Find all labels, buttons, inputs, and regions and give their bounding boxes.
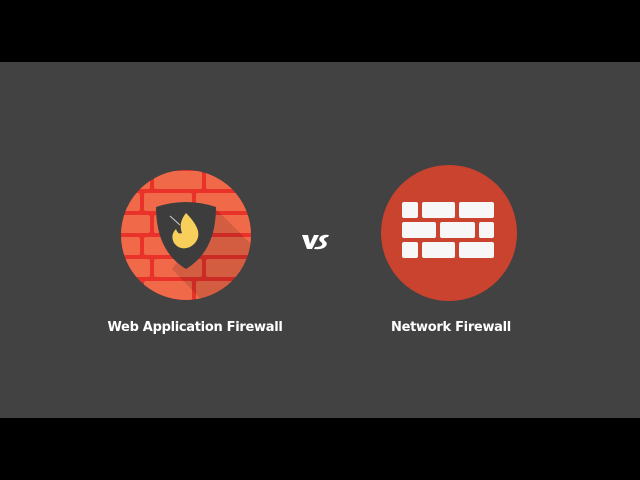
versus-label: [302, 234, 329, 250]
web-application-firewall-icon: [121, 170, 251, 300]
network-firewall-label: Network Firewall: [391, 320, 511, 335]
flame-icon: [172, 213, 199, 249]
web-application-firewall-label: Web Application Firewall: [107, 320, 283, 335]
network-firewall-icon: [381, 165, 517, 301]
